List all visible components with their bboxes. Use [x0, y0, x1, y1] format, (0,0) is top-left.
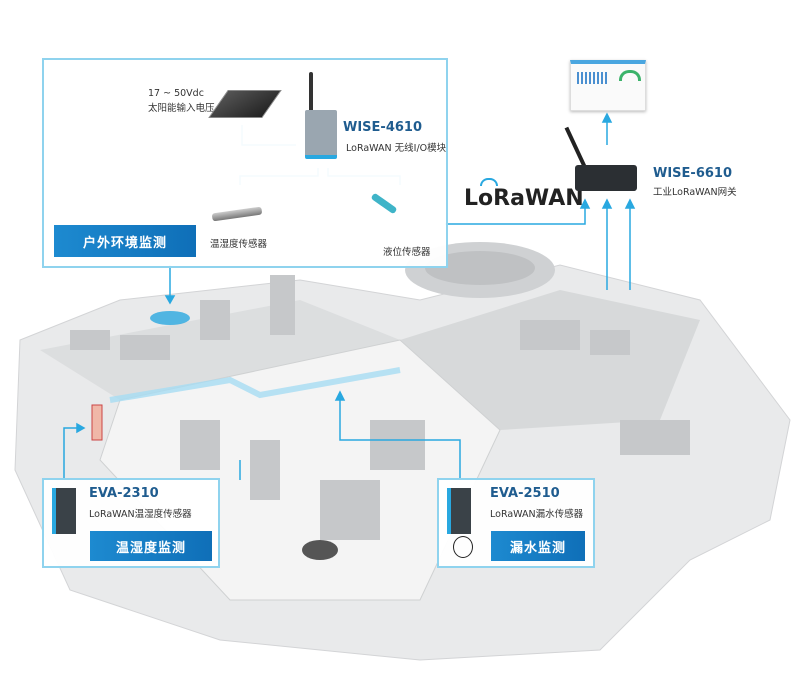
eva-2510-device-icon — [447, 488, 471, 534]
water-leak-cable-icon — [453, 536, 473, 558]
eva-2310-desc: LoRaWAN温湿度传感器 — [89, 509, 192, 520]
eva-2510-model: EVA-2510 — [490, 486, 560, 501]
eva-2310-device-icon — [52, 488, 76, 534]
solar-label: 太阳能输入电压 — [148, 103, 215, 114]
eva-2510-panel: EVA-2510 LoRaWAN漏水传感器 漏水监测 — [437, 478, 595, 568]
lorawan-logo: LoRaWAN — [464, 186, 584, 211]
liquid-sensor-label: 液位传感器 — [383, 247, 431, 258]
temp-sensor-label: 温湿度传感器 — [210, 239, 268, 250]
antenna-icon — [309, 72, 313, 112]
solar-voltage: 17 ~ 50Vdc — [148, 88, 204, 99]
wise-6610-gateway-icon — [575, 165, 637, 191]
wireless-signal-icon — [480, 178, 498, 186]
eva-2310-model: EVA-2310 — [89, 486, 159, 501]
wise-4610-desc: LoRaWAN 无线I/O模块 — [346, 143, 447, 154]
wise-6610-model: WISE-6610 — [653, 166, 732, 181]
wise-4610-model: WISE-4610 — [343, 120, 422, 135]
outdoor-monitoring-button[interactable]: 户外环境监测 — [54, 225, 196, 257]
eva-2510-desc: LoRaWAN漏水传感器 — [490, 509, 584, 520]
dashboard-screen-icon — [570, 60, 646, 111]
wise-6610-desc: 工业LoRaWAN网关 — [653, 187, 737, 198]
wise-4610-device-icon — [305, 110, 337, 159]
water-leak-monitoring-button[interactable]: 漏水监测 — [491, 531, 585, 561]
eva-2310-panel: EVA-2310 LoRaWAN温湿度传感器 温湿度监测 — [42, 478, 220, 568]
temp-humidity-monitoring-button[interactable]: 温湿度监测 — [90, 531, 212, 561]
